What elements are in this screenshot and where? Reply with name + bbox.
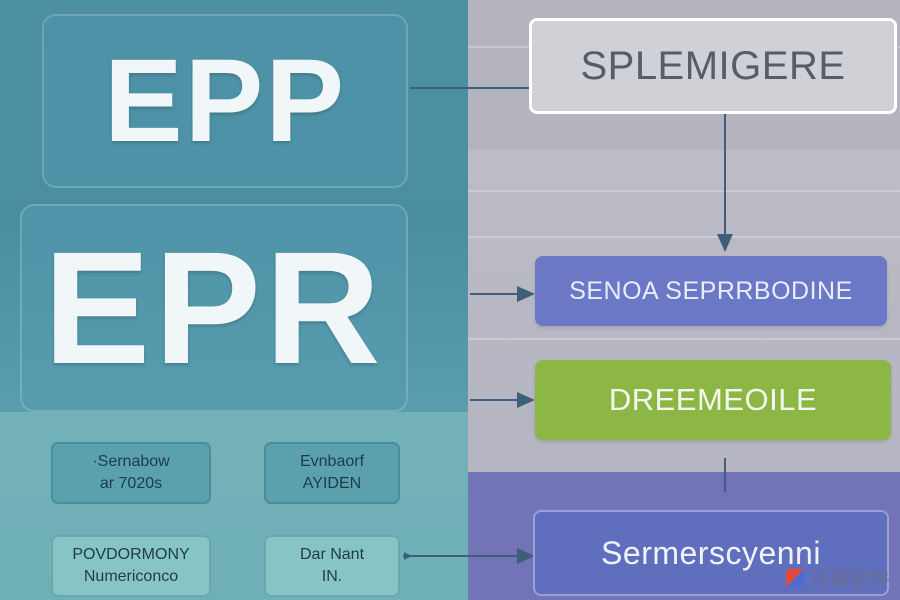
- small-box-4: Dar Nant IN.: [264, 535, 400, 597]
- divider-line: [468, 338, 900, 340]
- small-box-4-line2: IN.: [321, 568, 343, 585]
- box-dreemeoile: DREEMEOILE: [535, 360, 891, 440]
- title-epr: EPR: [43, 218, 385, 397]
- small-box-1-line1: ·Sernabow: [92, 453, 170, 470]
- box-sermerscyenni-label: Sermerscyenni: [601, 534, 821, 571]
- box-splemigere-label: SPLEMIGERE: [580, 43, 846, 88]
- small-box-1: ·Sernabow ar 7020s: [51, 442, 211, 504]
- box-senoa: SENOA SEPRRBODINE: [535, 256, 887, 326]
- small-box-2-line1: Evnbaorf: [299, 453, 365, 470]
- box-dreemeoile-label: DREEMEOILE: [608, 382, 818, 417]
- small-box-3-line2: Numericonco: [83, 568, 179, 585]
- title-panel-epp: EPP: [42, 14, 408, 188]
- divider-line: [468, 236, 900, 238]
- watermark-logo-icon: [786, 568, 804, 587]
- title-epp: EPP: [103, 35, 347, 167]
- small-box-3: POVDORMONY Numericonco: [51, 535, 211, 597]
- title-panel-epr: EPR: [20, 204, 408, 412]
- box-splemigere: SPLEMIGERE: [529, 18, 897, 114]
- small-box-4-line1: Dar Nant: [299, 546, 365, 563]
- box-sermerscyenni: Sermerscyenni: [533, 510, 889, 596]
- watermark-text: 泛普软件: [810, 569, 890, 591]
- divider-line: [468, 190, 900, 192]
- box-senoa-label: SENOA SEPRRBODINE: [569, 276, 853, 305]
- small-box-2-line2: AYIDEN: [302, 475, 362, 492]
- small-box-1-line2: ar 7020s: [99, 475, 163, 492]
- watermark: 泛普软件: [786, 563, 890, 592]
- small-box-3-line1: POVDORMONY: [72, 546, 190, 563]
- small-box-2: Evnbaorf AYIDEN: [264, 442, 400, 504]
- connector-arrowhead-left: [404, 552, 412, 560]
